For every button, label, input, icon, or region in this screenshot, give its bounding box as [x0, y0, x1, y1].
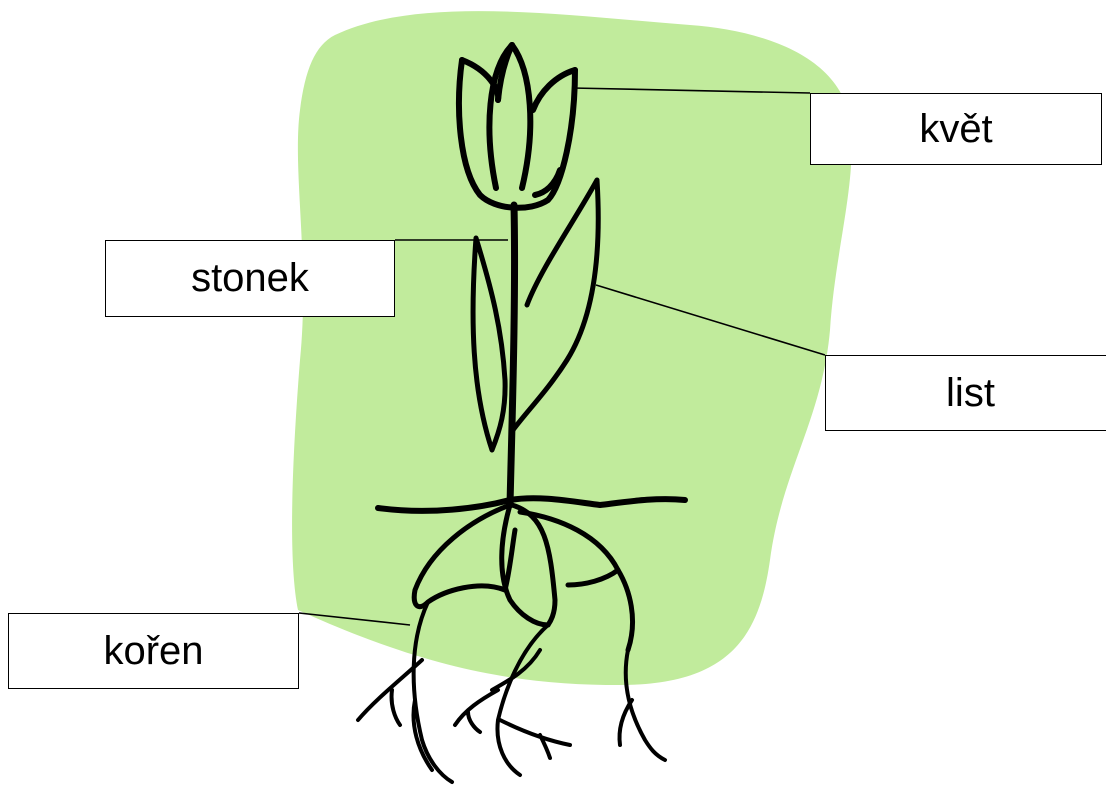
label-flower-text: květ	[919, 107, 992, 152]
label-leaf-text: list	[946, 371, 995, 416]
label-leaf: list	[825, 355, 1106, 431]
label-stem: stonek	[105, 240, 395, 317]
label-stem-text: stonek	[191, 256, 309, 301]
label-flower: květ	[810, 93, 1102, 165]
label-root: kořen	[8, 613, 299, 689]
label-root-text: kořen	[103, 629, 203, 674]
